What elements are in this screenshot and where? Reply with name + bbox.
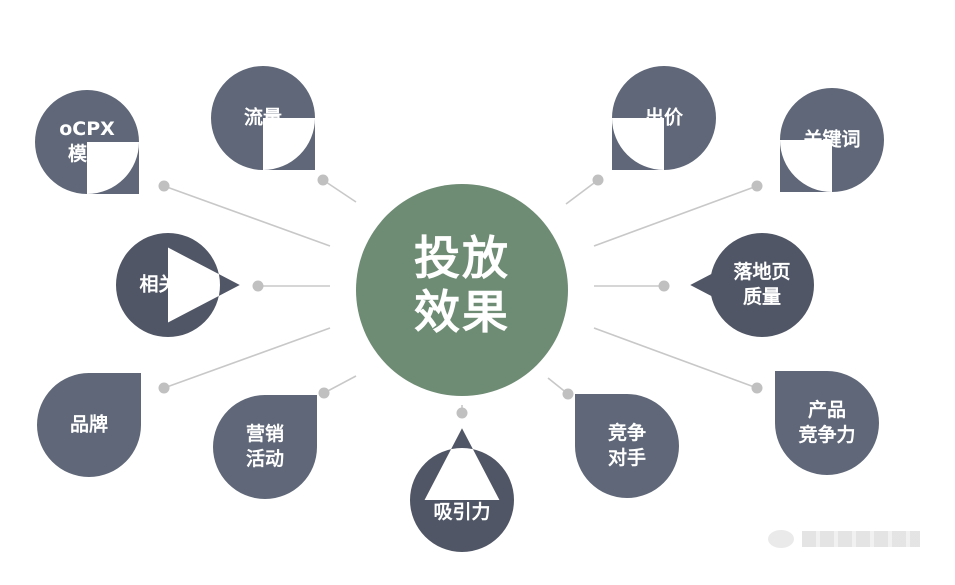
connector-dot-keyword [751,180,763,192]
connector-dot-product [751,382,763,394]
connector-dot-relevance [252,280,264,292]
hub-label: 投放 效果 [414,231,510,339]
node-label-traffic: 流量 [243,106,283,129]
node-label-marketing: 营销 活动 [245,423,285,470]
node-label-competitor: 竞争 对手 [607,422,647,469]
node-shape-competitor [575,394,679,498]
watermark-text-blur [802,531,920,547]
node-label-product: 产品 竞争力 [798,399,856,446]
node-label-landing: 落地页 质量 [733,261,791,308]
connector-dot-ocpx [158,180,170,192]
connector-dot-brand [158,382,170,394]
node-shape-brand [37,373,141,477]
connector-dot-bid [592,174,604,186]
node-shape-traffic [211,66,315,170]
connector-keyword [593,185,758,247]
node-shape-marketing [213,395,317,499]
node-shape-ocpx [35,90,139,194]
node-label-relevance: 相关性 [139,273,197,296]
node-label-brand: 品牌 [69,413,109,436]
connector-marketing [323,375,357,394]
connector-dot-competitor [562,388,574,400]
node-label-ocpx: oCPX 模型 [59,118,115,165]
connector-dot-traffic [317,174,329,186]
connector-traffic [322,179,357,203]
wechat-icon [768,530,794,548]
connector-product [593,327,758,389]
connector-dot-landing [658,280,670,292]
connector-dot-marketing [318,387,330,399]
node-label-keyword: 关键词 [803,128,861,151]
connector-brand [163,327,331,389]
connector-dot-content [456,407,468,419]
node-shape-bid [612,66,716,170]
hub-circle [356,184,568,396]
connector-ocpx [163,185,331,247]
node-shape-content [410,428,514,552]
node-label-bid: 出价 [644,106,684,129]
node-shape-keyword [779,87,884,193]
connector-bid [565,179,599,205]
node-shape-relevance [115,232,240,338]
watermark [768,524,928,554]
node-shape-landing [690,233,814,337]
node-label-content: 内容 吸引力 [433,476,491,523]
node-shape-product [775,371,879,475]
